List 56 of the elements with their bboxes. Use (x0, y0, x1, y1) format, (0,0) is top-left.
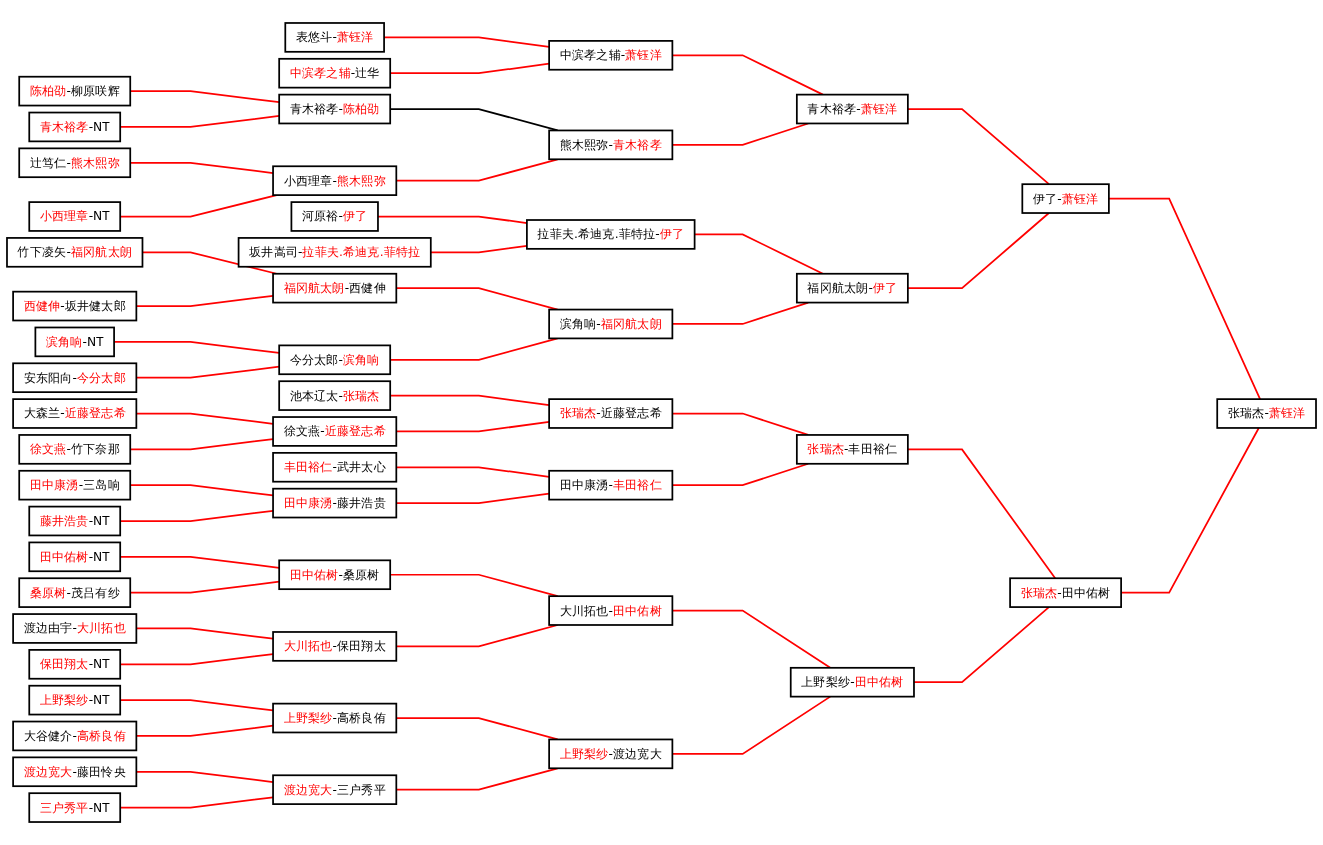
node-box: 上野梨纱-NT (28, 684, 122, 716)
node-box: 辻笃仁-熊木熙弥 (18, 147, 132, 179)
node-box: 福冈航太朗-伊了 (795, 272, 909, 304)
node-box: 上野梨纱-高桥良侑 (272, 702, 398, 734)
node-box: 滨角响-NT (34, 326, 115, 358)
node-box: 渡边由宇-大川拓也 (12, 613, 138, 644)
node-box: 田中康湧-藤井浩贵 (272, 487, 398, 519)
node-box: 熊木熙弥-青木裕孝 (548, 129, 674, 161)
node-box: 河原裕-伊了 (290, 201, 379, 232)
node-box: 大川拓也-田中佑树 (548, 595, 674, 626)
node-box: 青木裕孝-萧钰洋 (795, 93, 909, 125)
node-box: 上野梨纱-田中佑树 (789, 666, 915, 698)
node-box: 竹下凌矢-福冈航太朗 (6, 237, 144, 268)
node-box: 田中康湧-丰田裕仁 (548, 469, 674, 501)
node-box: 青木裕孝-NT (28, 111, 122, 143)
node-box: 福冈航太朗-西健伸 (272, 272, 398, 304)
node-box: 中滨孝之辅-萧钰洋 (548, 40, 674, 71)
node-box: 大森兰-近藤登志希 (12, 398, 138, 429)
node-box: 张瑞杰-田中佑树 (1009, 577, 1122, 608)
node-box: 拉菲夫.希迪克.菲特拉-伊了 (526, 219, 696, 250)
node-box: 滨角响-福冈航太朗 (548, 308, 674, 340)
node-box: 大川拓也-保田翔太 (272, 631, 398, 662)
node-box: 今分太郎-滨角响 (278, 344, 392, 376)
node-box: 田中佑树-NT (28, 541, 122, 573)
node-box: 张瑞杰-萧钰洋 (1216, 398, 1317, 429)
node-box: 桑原树-茂吕有纱 (18, 577, 132, 608)
node-box: 田中佑树-桑原树 (278, 559, 392, 591)
connector (907, 448, 1057, 580)
node-box: 西健伸-坂井健太郎 (12, 290, 138, 322)
node-box: 安东阳向-今分太郎 (12, 362, 138, 393)
node-box: 丰田裕仁-武井太心 (272, 452, 398, 483)
node-box: 伊了-萧钰洋 (1021, 183, 1110, 214)
node-box: 上野梨纱-渡边宽大 (548, 738, 674, 770)
node-box: 小西理章-熊木熙弥 (272, 165, 398, 196)
node-box: 徐文燕-近藤登志希 (272, 416, 398, 447)
node-box: 徐文燕-竹下奈那 (18, 434, 132, 465)
connector (1108, 197, 1261, 400)
node-box: 田中康湧-三岛响 (18, 469, 132, 501)
node-box: 表悠斗-萧钰洋 (284, 22, 385, 53)
node-box: 三户秀平-NT (28, 792, 122, 823)
node-box: 坂井嵩司-拉菲夫.希迪克.菲特拉 (237, 237, 432, 268)
node-box: 张瑞杰-近藤登志希 (548, 398, 674, 429)
node-box: 张瑞杰-丰田裕仁 (795, 434, 909, 465)
node-box: 保田翔太-NT (28, 649, 122, 680)
node-box: 大谷健介-高桥良侑 (12, 720, 138, 752)
node-box: 小西理章-NT (28, 201, 122, 232)
node-box: 青木裕孝-陈柏劭 (278, 93, 392, 125)
node-box: 渡边宽大-藤田怜央 (12, 756, 138, 788)
connector (913, 606, 1050, 684)
node-box: 池本辽太-张瑞杰 (278, 380, 392, 411)
node-box: 中滨孝之辅-辻华 (278, 57, 392, 89)
node-box: 陈柏劭-柳原咲辉 (18, 75, 132, 107)
node-box: 渡边宽大-三户秀平 (272, 774, 398, 805)
node-box: 藤井浩贵-NT (28, 505, 122, 537)
connector (907, 212, 1050, 290)
connector (907, 108, 1050, 186)
